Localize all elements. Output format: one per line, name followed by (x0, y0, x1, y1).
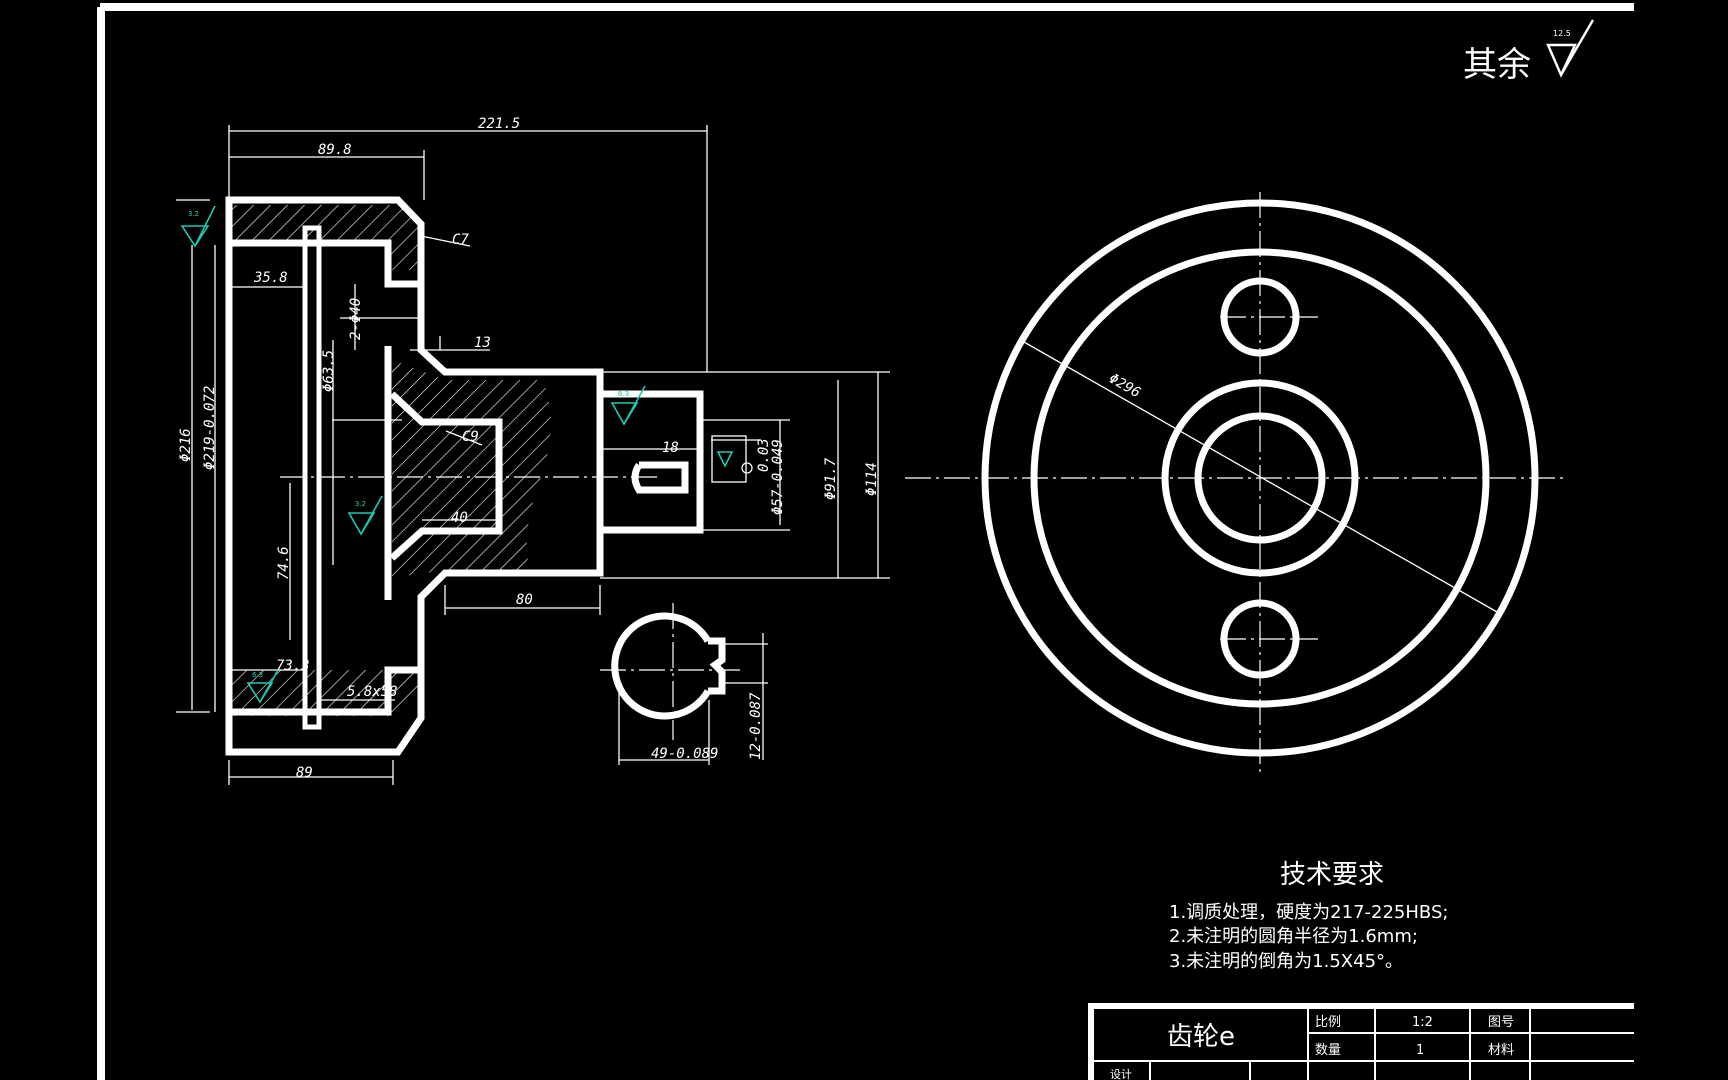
dim-phi91-7: Φ91.7 (823, 457, 839, 500)
qty-value: 1 (1416, 1043, 1424, 1058)
dim-phi296: Φ296 (1106, 371, 1143, 402)
part-name: 齿轮e (1167, 1022, 1235, 1052)
dim-12: 12-0.087 (748, 692, 764, 760)
dim-89-8: 89.8 (318, 142, 352, 158)
dim-phi114: Φ114 (864, 462, 880, 496)
dim-13: 13 (474, 335, 491, 351)
scale-value: 1:2 (1412, 1015, 1433, 1030)
roughness-symbols: 3.2 6.3 3.2 6.3 (180, 205, 734, 704)
roughness-mark-1: 3.2 (180, 205, 216, 248)
hatch-top-flange (229, 205, 421, 270)
tech-req-item-2: 2.未注明的圆角半径为1.6mm; (1169, 926, 1418, 947)
dim-80: 80 (516, 592, 533, 608)
tech-req-item-1: 1.调质处理，硬度为217-225HBS; (1169, 902, 1448, 923)
scale-label: 比例 (1315, 1015, 1341, 1030)
dim-35-8: 35.8 (253, 270, 288, 286)
tolerance-value: 0.03 (756, 438, 772, 472)
qty-label: 数量 (1315, 1043, 1341, 1058)
dim-phi57: Φ57-0.049 (770, 439, 786, 515)
dimension-lines (176, 125, 879, 785)
drawing-border (97, 3, 1634, 1080)
dim-phi216: Φ216 (178, 428, 194, 462)
keyway-section-view: 49-0.089 12-0.087 (600, 603, 768, 765)
title-block: 齿轮e 比例 1:2 图号 数量 1 材料 设计 (1088, 1003, 1634, 1080)
tech-req-item-3: 3.未注明的倒角为1.5X45°。 (1169, 951, 1403, 972)
dim-89: 89 (296, 765, 313, 781)
dim-c9: C9 (462, 429, 479, 445)
rough-note-value: 12.5 (1553, 29, 1571, 38)
section-view (225, 196, 890, 756)
dim-phi63-5: Φ63.5 (321, 350, 337, 392)
roughness-mark-4: 6.3 (246, 669, 279, 704)
dim-c7: C7 (452, 232, 469, 248)
dim-74-6: 74.6 (276, 546, 292, 580)
designer-label: 设计 (1110, 1068, 1132, 1080)
dim-18: 18 (662, 440, 679, 456)
dim-2-phi40: 2-Φ40 (348, 298, 364, 340)
rough-note-label: 其余 (1463, 45, 1531, 85)
dim-5-8x58: 5.8x58 (347, 684, 398, 700)
dimension-texts: 221.5 89.8 C7 35.8 2-Φ40 13 Φ63.5 C9 18 … (178, 116, 880, 781)
svg-text:3.2: 3.2 (188, 210, 199, 218)
hatch-bottom-flange (229, 670, 421, 716)
part-outline (225, 196, 604, 756)
end-view: Φ296 (905, 192, 1567, 775)
svg-text:6.3: 6.3 (618, 390, 629, 398)
dim-phi219: Φ219-0.072 (202, 386, 218, 470)
dim-221-5: 221.5 (478, 116, 520, 132)
drawing-no-label: 图号 (1488, 1015, 1514, 1030)
svg-text:3.2: 3.2 (355, 500, 366, 508)
roughness-mark-3: 3.2 (347, 495, 383, 536)
tolerance-frame: 0.03 (711, 435, 772, 483)
dim-40: 40 (451, 510, 468, 526)
hatch-hub (392, 360, 551, 578)
material-label: 材料 (1488, 1043, 1514, 1058)
dim-73-3: 73.3 (276, 658, 310, 674)
roughness-mark-5 (716, 451, 734, 468)
roughness-mark-2: 6.3 (610, 385, 646, 426)
dim-49: 49-0.089 (651, 746, 718, 762)
general-roughness-note: 其余 12.5 (1463, 19, 1595, 85)
svg-text:6.3: 6.3 (252, 671, 263, 679)
tech-req-title: 技术要求 (1280, 860, 1384, 890)
technical-requirements: 技术要求 1.调质处理，硬度为217-225HBS; 2.未注明的圆角半径为1.… (1169, 860, 1448, 972)
